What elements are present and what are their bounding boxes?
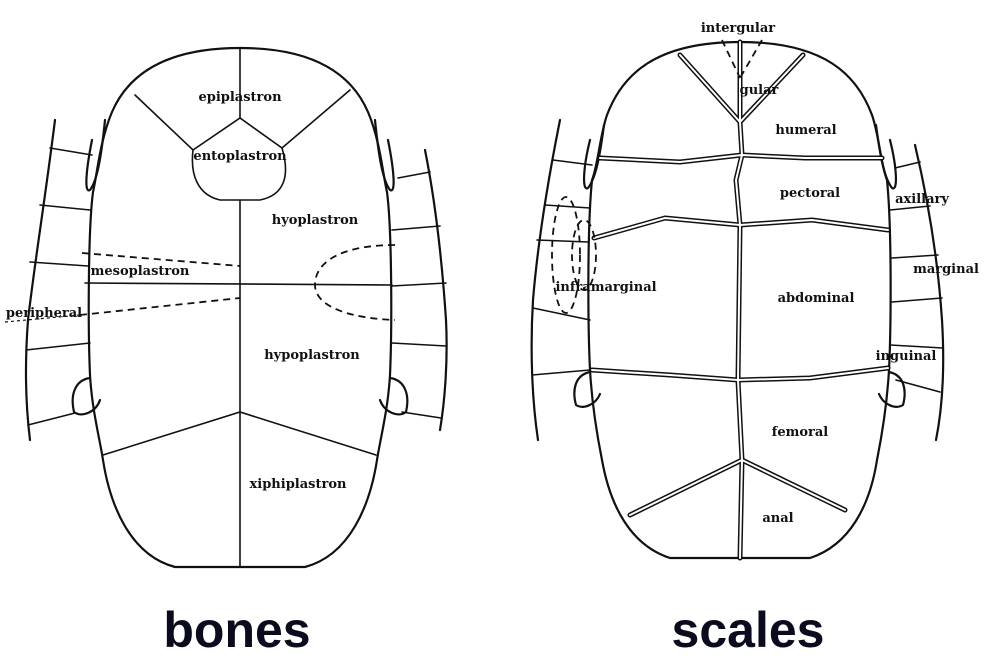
label-hyoplastron: hyoplastron [272, 213, 359, 228]
scales-left-marginal-seam-5 [531, 369, 591, 376]
bones-right-peripheral-seam-4 [391, 342, 447, 347]
caption-scales: scales [672, 602, 825, 658]
label-inframarginal: inframarginal [555, 280, 656, 295]
label-xiphiplastron: xiphiplastron [250, 477, 347, 492]
label-anal: anal [762, 511, 793, 526]
label-abdominal: abdominal [778, 291, 855, 306]
bones-left-peripheral-seam-3 [29, 261, 89, 267]
scales-right-marginal-seam-5 [889, 344, 944, 349]
label-mesoplastron: mesoplastron [91, 264, 190, 279]
bones-left-peripheral-seam-5 [27, 412, 76, 426]
bones-left-rear-notch [71, 376, 102, 416]
scales-left-marginal-seam-4 [532, 307, 591, 321]
scales-right-front-notch [874, 123, 897, 190]
scales-inframarginal-oval-1 [551, 196, 581, 314]
bones-right-peripheral-seam-2 [391, 225, 441, 231]
bones-left-peripheral-seam-4 [25, 342, 91, 351]
bones-hyo-hypo-suture [84, 282, 393, 286]
label-gular: gular [740, 83, 779, 98]
bones-right-mesoplastron-dash [314, 244, 396, 321]
bones-left-front-notch [85, 118, 107, 192]
bones-right-peripheral-seam-5 [401, 411, 442, 419]
scales-scute-seams [589, 39, 891, 561]
caption-bones: bones [163, 602, 310, 658]
scales-right-rear-notch [877, 370, 906, 408]
scales-inframarginal-oval-2 [571, 219, 597, 291]
scales-left-marginal-seam-1 [552, 159, 593, 166]
bones-left-peripheral-edge [24, 118, 57, 442]
scales-right-marginal-seam-3 [891, 254, 939, 259]
scales-right-marginal-seam-2 [889, 205, 931, 211]
bones-right-peripheral-edge [423, 148, 448, 432]
bones-peripheral-leader [4, 314, 81, 323]
label-femoral: femoral [772, 425, 829, 440]
bones-left-peripheral-seam-2 [39, 204, 91, 211]
label-peripheral: peripheral [6, 306, 82, 321]
bones-mesoplastron-lower-dash [79, 297, 241, 316]
bones-right-front-notch [373, 118, 395, 192]
label-intergular: intergular [701, 21, 775, 36]
scales-left-marginal-edge [530, 118, 562, 442]
bones-left-peripheral-seam-1 [49, 147, 93, 156]
bones-right-rear-notch [378, 376, 409, 416]
bones-right-peripheral-seam-1 [397, 171, 431, 179]
scales-left-marginal-seam-2 [544, 204, 591, 209]
label-epiplastron: epiplastron [198, 90, 282, 105]
scales-right-marginal-edge [913, 143, 945, 442]
scales-left-rear-notch [573, 370, 602, 408]
scales-right-marginal-seam-1 [894, 161, 921, 169]
label-axillary: axillary [895, 192, 949, 207]
scales-intergular-left-dash [721, 39, 741, 79]
label-pectoral: pectoral [780, 186, 840, 201]
scales-panel: intergular gular humeral pectoral axilla… [530, 21, 979, 658]
scales-right-marginal-seam-4 [891, 297, 943, 303]
bones-mesoplastron-upper-dash [81, 252, 241, 267]
bones-panel: epiplastron entoplastron hyoplastron mes… [4, 46, 448, 658]
bones-xiphi-suture [102, 411, 377, 456]
label-inguinal: inguinal [876, 349, 937, 364]
label-hypoplastron: hypoplastron [264, 348, 360, 363]
bones-right-peripheral-seam-3 [391, 282, 447, 287]
scales-intergular-right-dash [739, 39, 763, 79]
label-entoplastron: entoplastron [193, 149, 287, 164]
scales-right-marginal-seam-6 [895, 379, 941, 393]
label-humeral: humeral [775, 123, 836, 138]
label-marginal: marginal [913, 262, 979, 277]
